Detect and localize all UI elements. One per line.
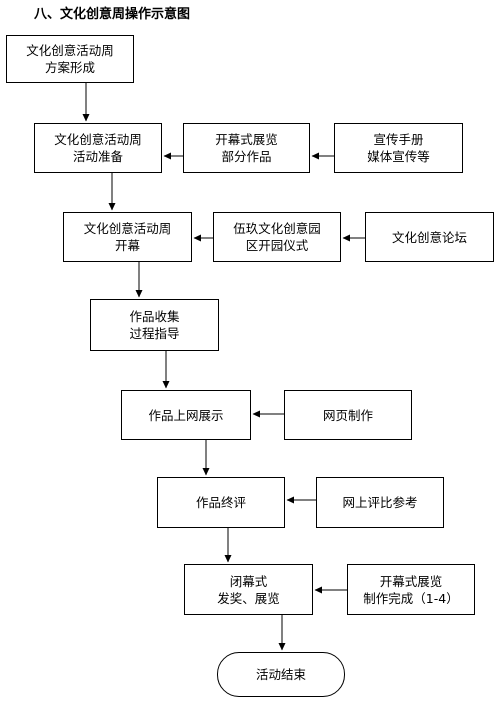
node-webpage: 网页制作 (284, 390, 412, 440)
node-opening-exhibit-line1: 开幕式展览 (215, 132, 278, 147)
node-brochure-line2: 媒体宣传等 (367, 149, 430, 164)
node-forum-line1: 文化创意论坛 (391, 229, 467, 245)
node-final-review-line1: 作品终评 (195, 495, 246, 510)
node-prep-line2: 活动准备 (72, 149, 123, 164)
node-online-vote: 网上评比参考 (316, 477, 444, 528)
node-online-line1: 作品上网展示 (148, 407, 224, 423)
node-park-ceremony: 伍玖文化创意园区开园仪式 (213, 212, 341, 262)
node-collect-line1: 作品收集 (129, 309, 180, 324)
node-prep: 文化创意活动周活动准备 (34, 123, 162, 173)
node-opening-exhibit: 开幕式展览部分作品 (183, 123, 310, 173)
node-closing: 闭幕式发奖、展览 (184, 564, 313, 615)
node-plan-line1: 文化创意活动周 (26, 43, 114, 58)
node-park-line1: 伍玖文化创意园 (233, 221, 321, 236)
node-end-line1: 活动结束 (255, 667, 306, 682)
node-final-review: 作品终评 (157, 477, 285, 528)
node-opening-line1: 文化创意活动周 (83, 221, 172, 236)
node-plan: 文化创意活动周方案形成 (6, 35, 134, 83)
node-forum: 文化创意论坛 (365, 212, 494, 262)
node-end: 活动结束 (217, 652, 345, 697)
node-brochure-line1: 宣传手册 (373, 132, 424, 147)
node-closing-line1: 闭幕式 (229, 573, 268, 589)
node-brochure: 宣传手册媒体宣传等 (334, 123, 463, 173)
node-closing-exhibit: 开幕式展览制作完成（1-4） (347, 564, 475, 615)
node-online-display: 作品上网展示 (121, 390, 251, 440)
node-webpage-line1: 网页制作 (322, 407, 373, 423)
node-opening-exhibit-line2: 部分作品 (221, 149, 272, 164)
node-opening: 文化创意活动周开幕 (63, 212, 192, 262)
node-collect-line2: 过程指导 (129, 326, 180, 341)
node-park-line2: 区开园仪式 (245, 238, 309, 253)
node-closing-exhibit-line1: 开幕式展览 (379, 573, 443, 589)
node-closing-exhibit-line2: 制作完成（1-4） (363, 590, 459, 606)
node-collect: 作品收集过程指导 (90, 299, 219, 351)
diagram-title: 八、文化创意周操作示意图 (34, 7, 191, 22)
node-plan-line2: 方案形成 (44, 60, 95, 75)
node-prep-line1: 文化创意活动周 (54, 132, 142, 147)
node-opening-line2: 开幕 (114, 238, 140, 253)
node-online-vote-line1: 网上评比参考 (342, 495, 418, 510)
node-closing-line2: 发奖、展览 (217, 590, 280, 606)
